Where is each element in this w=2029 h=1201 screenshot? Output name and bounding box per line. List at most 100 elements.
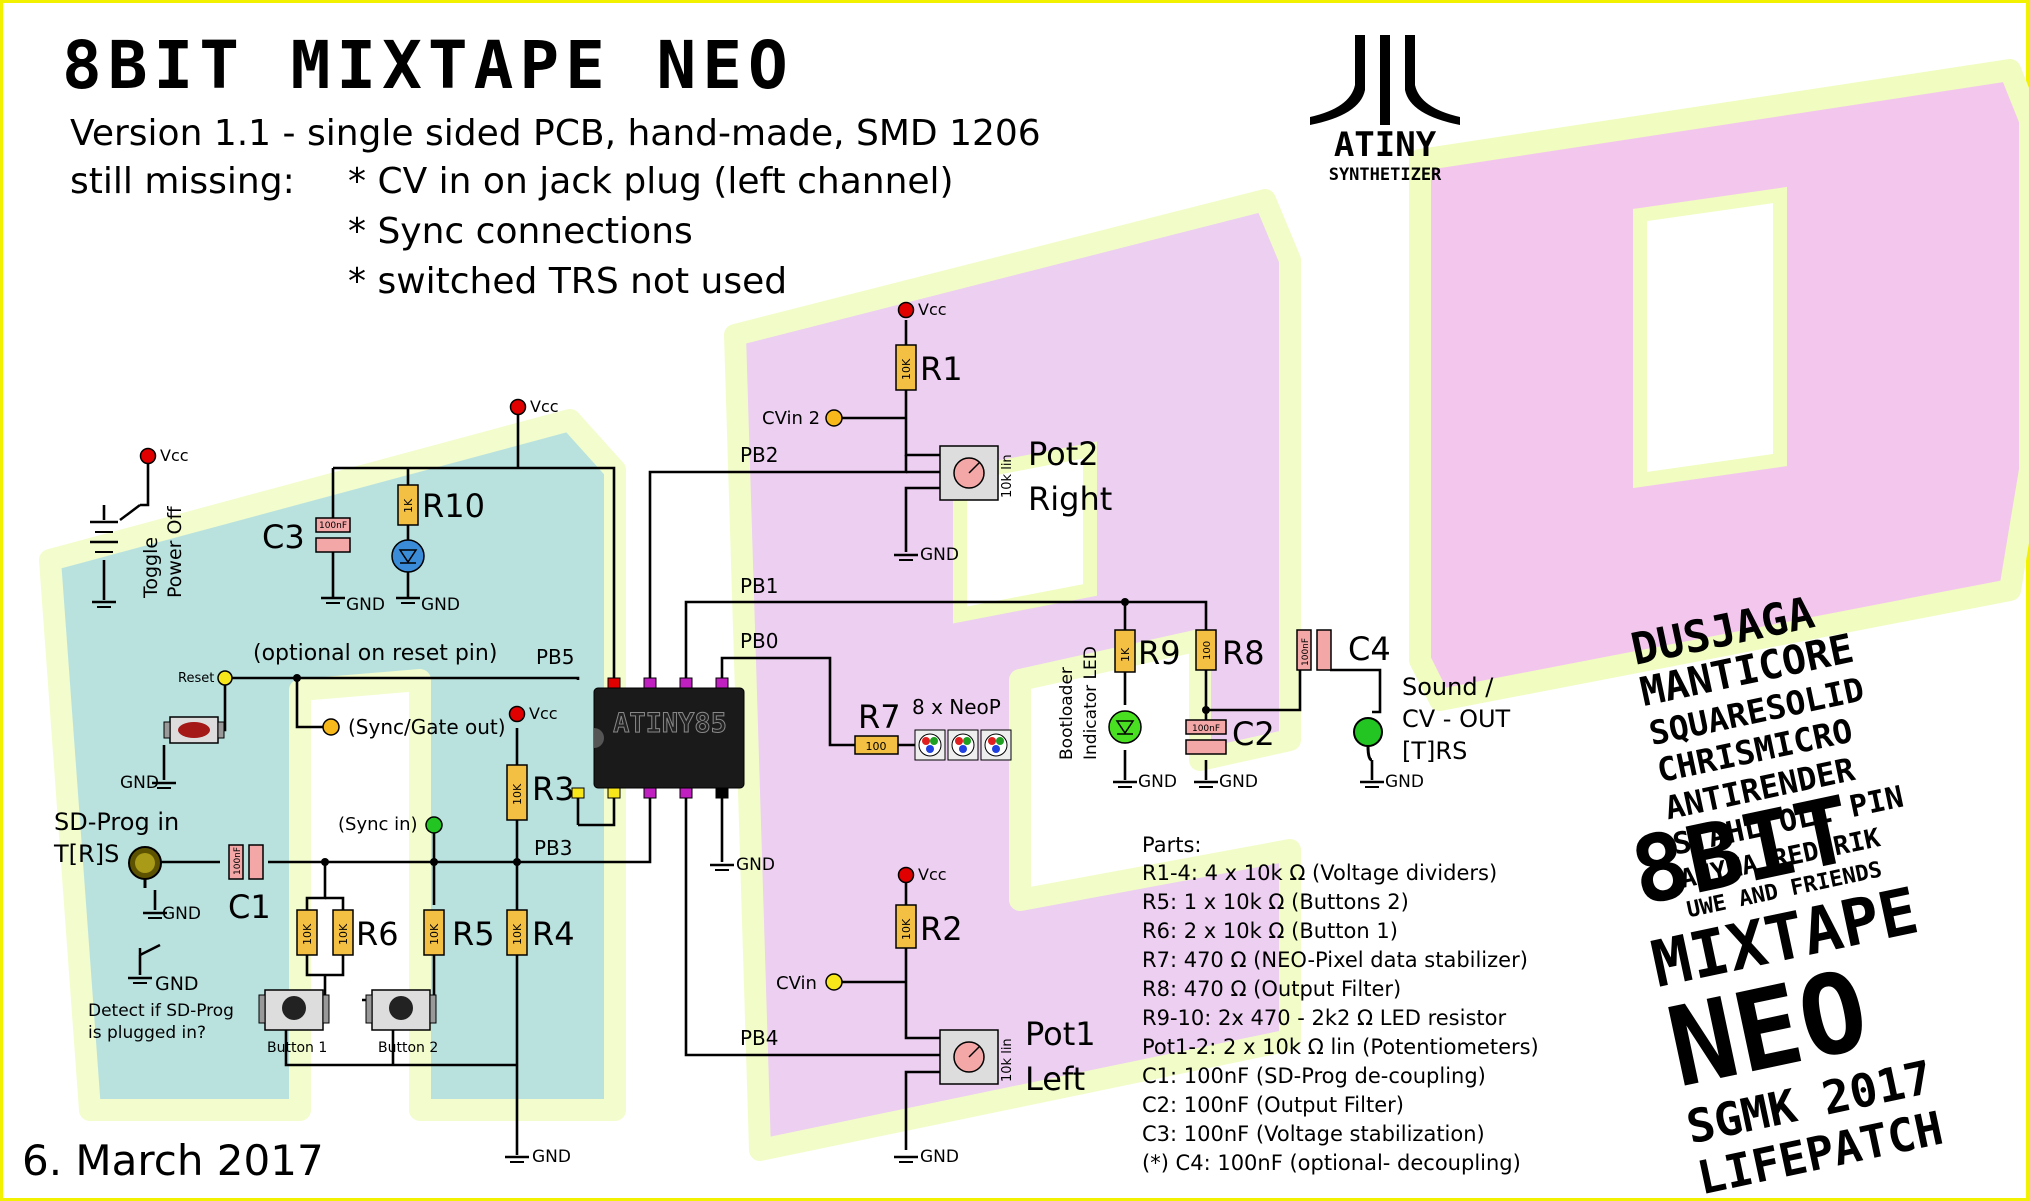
- background-letters: [39, 59, 2029, 1161]
- vcc-nodes: Vcc Vcc Vcc Vcc Vcc: [139, 300, 947, 884]
- missing-item-1: * CV in on jack plug (left channel): [348, 161, 954, 202]
- gnd-label-r10: GND: [421, 595, 460, 615]
- resistor-r3: 10K R3: [506, 764, 575, 821]
- sync-in-label: (Sync in): [338, 814, 418, 835]
- net-label-pb3: PB3: [534, 836, 573, 860]
- toggle-label-1: Toggle: [140, 537, 162, 599]
- date-label: 6. March 2017: [22, 1136, 324, 1185]
- gnd-label-c3: GND: [346, 595, 385, 615]
- cvin-node: [825, 973, 843, 991]
- atiny-logo: ATINY SYNTHETIZER: [1310, 35, 1460, 185]
- resistor-r2: 10K R2: [895, 904, 963, 949]
- r2-label: R2: [920, 910, 963, 948]
- r9-label: R9: [1138, 634, 1181, 672]
- net-label-pb2: PB2: [740, 443, 779, 467]
- r10-value: 1K: [402, 498, 415, 513]
- r4-value: 10K: [511, 923, 524, 945]
- led-bootloader-icon: [1108, 710, 1142, 744]
- resistor-r7: 100 R7: [854, 698, 901, 755]
- missing-item-3: * switched TRS not used: [348, 261, 787, 302]
- pot1-label-2: Left: [1025, 1060, 1085, 1098]
- gnd-label-detect: GND: [155, 973, 199, 995]
- gnd-label-pot1: GND: [920, 1147, 959, 1167]
- vcc-node-r1: [897, 301, 915, 319]
- parts-item-6: R9-10: 2x 470 - 2k2 Ω LED resistor: [1142, 1006, 1506, 1030]
- r8-value: 100: [1202, 641, 1213, 660]
- cvin-label: CVin: [776, 973, 817, 994]
- vcc-label-top: Vcc: [530, 397, 559, 416]
- button-1: Button 1: [258, 989, 330, 1056]
- resistor-r9: 1K R9: [1114, 629, 1181, 673]
- resistor-r5: 10K R5: [423, 909, 495, 956]
- r6-label: R6: [356, 915, 399, 953]
- c3-value: 100nF: [319, 521, 347, 531]
- logo-line1: ATINY: [1334, 125, 1437, 165]
- button-2: Button 2: [365, 989, 438, 1056]
- resistor-r1: 10K R1: [895, 344, 963, 391]
- sound-out-label-2: CV - OUT: [1402, 705, 1511, 733]
- r1-value: 10K: [900, 358, 913, 380]
- vcc-label-r2: Vcc: [918, 865, 947, 884]
- gnd-label-c2: GND: [1219, 772, 1258, 792]
- r4-label: R4: [532, 915, 575, 953]
- parts-item-5: R8: 470 Ω (Output Filter): [1142, 977, 1401, 1001]
- c1-value: 100nF: [233, 847, 243, 875]
- capacitor-c4: 100nF C4: [1296, 629, 1391, 671]
- side-title: 8BIT MIXTAPE NEO SGMK 2017 LIFEPATCH: [1622, 776, 1947, 1201]
- r8-label: R8: [1222, 634, 1265, 672]
- bootloader-label-2: Indicator LED: [1081, 646, 1101, 760]
- gnd-label-r4: GND: [532, 1147, 571, 1167]
- net-label-pb1: PB1: [740, 574, 779, 598]
- gnd-label-sdprog: GND: [162, 904, 201, 924]
- r9-value: 1K: [1119, 647, 1132, 662]
- parts-item-1: R1-4: 4 x 10k Ω (Voltage dividers): [1142, 861, 1497, 885]
- missing-item-2: * Sync connections: [348, 211, 693, 252]
- pot1-potentiometer: 10k lin: [939, 1029, 1015, 1085]
- r3-label: R3: [532, 770, 575, 808]
- capacitor-c1: 100nF C1: [228, 844, 271, 926]
- parts-item-9: C2: 100nF (Output Filter): [1142, 1093, 1404, 1117]
- r5-label: R5: [452, 915, 495, 953]
- c4-value: 100nF: [1301, 638, 1311, 666]
- gnd-label-out: GND: [1385, 772, 1424, 792]
- toggle-switch: Toggle Power Off: [90, 504, 186, 599]
- gnd-label-pot2: GND: [920, 545, 959, 565]
- reset-button: [163, 716, 225, 744]
- c3-label: C3: [262, 518, 305, 556]
- capacitor-c3: 100nF C3: [262, 517, 351, 598]
- r2-value: 10K: [900, 918, 913, 940]
- detect-label-2: is plugged in?: [88, 1023, 206, 1043]
- parts-item-8: C1: 100nF (SD-Prog de-coupling): [1142, 1064, 1486, 1088]
- version-line: Version 1.1 - single sided PCB, hand-mad…: [70, 113, 1041, 154]
- vcc-label-toggle: Vcc: [160, 446, 189, 465]
- resistor-r4: 10K R4: [506, 909, 575, 956]
- sd-prog-label-2: T[R]S: [53, 840, 119, 868]
- resistor-r8: 100 R8: [1195, 629, 1265, 672]
- cvin2-label: CVin 2: [762, 408, 820, 429]
- r10-label: R10: [422, 487, 485, 525]
- parts-item-10: C3: 100nF (Voltage stabilization): [1142, 1122, 1485, 1146]
- pot2-potentiometer: 10k lin: [939, 445, 1015, 501]
- r7-label: R7: [858, 698, 901, 736]
- neopixel-leds: [914, 729, 1012, 761]
- page-title: 8BIT MIXTAPE NEO: [62, 27, 794, 104]
- r7-value: 100: [866, 740, 887, 753]
- sync-gate-out-label: (Sync/Gate out): [348, 715, 506, 739]
- missing-label: still missing:: [70, 161, 295, 202]
- sd-prog-label-1: SD-Prog in: [54, 808, 179, 836]
- sound-out-jack: [1353, 717, 1383, 762]
- c2-value: 100nF: [1192, 724, 1220, 734]
- reset-label: Reset: [178, 671, 214, 686]
- sd-prog-jack: [128, 846, 162, 888]
- parts-item-4: R7: 470 Ω (NEO-Pixel data stabilizer): [1142, 948, 1528, 972]
- chip-label: ATINY85: [613, 708, 727, 739]
- attiny85-chip: ATINY85: [571, 677, 745, 799]
- bootloader-label-1: Bootloader: [1057, 667, 1077, 760]
- button2-label: Button 2: [378, 1040, 438, 1056]
- parts-item-11: (*) C4: 100nF (optional- decoupling): [1142, 1151, 1521, 1175]
- logo-line2: SYNTHETIZER: [1329, 165, 1442, 185]
- net-label-pb4: PB4: [740, 1026, 779, 1050]
- capacitor-c2: 100nF C2: [1185, 715, 1275, 755]
- r6a-value: 10K: [301, 923, 314, 945]
